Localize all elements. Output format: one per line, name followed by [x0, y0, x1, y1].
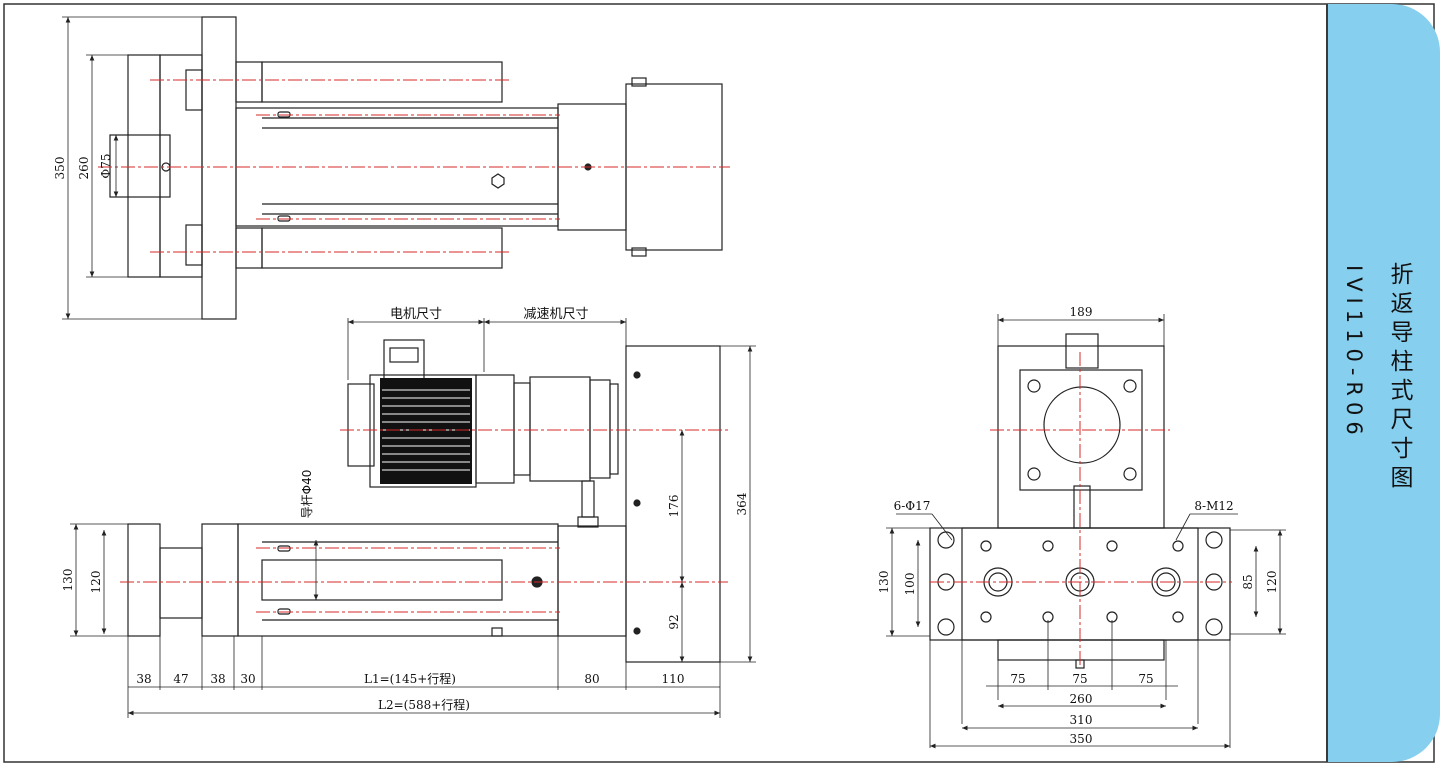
- dim-phi75: Φ75: [99, 153, 113, 178]
- dim-38a: 38: [136, 672, 151, 686]
- dim-75b: 75: [1072, 672, 1087, 686]
- dim-80: 80: [584, 672, 599, 686]
- model-number: IVI110-R06: [1342, 265, 1366, 441]
- dim-364: 364: [735, 492, 749, 515]
- drawing-title: 折返导柱式尺寸图: [1386, 262, 1412, 494]
- motor-size-label: 电机尺寸: [390, 307, 442, 322]
- side-view-dimensions: [886, 314, 1286, 749]
- dim-176: 176: [667, 495, 681, 518]
- dim-l1: L1=(145+行程): [364, 671, 456, 686]
- holes-6-phi17: 6-Φ17: [894, 499, 931, 513]
- guide-rod-label: 导杆Φ40: [300, 470, 314, 519]
- top-view: [109, 16, 723, 320]
- dim-38b: 38: [210, 672, 225, 686]
- top-view-dimensions: [62, 16, 202, 320]
- dim-100-side: 100: [903, 573, 917, 596]
- dim-310-side: 310: [1070, 713, 1093, 727]
- title-panel: [1326, 4, 1440, 762]
- dim-130-front: 130: [61, 569, 75, 592]
- motor-fins: [380, 378, 472, 484]
- dim-85-side: 85: [1241, 574, 1255, 589]
- dim-350-side: 350: [1070, 732, 1093, 746]
- dim-110: 110: [662, 672, 685, 686]
- dim-350-top: 350: [53, 157, 67, 180]
- side-view-centerlines: [930, 352, 1232, 668]
- dim-75c: 75: [1138, 672, 1153, 686]
- dim-189: 189: [1070, 305, 1093, 319]
- dim-92: 92: [667, 614, 681, 629]
- reducer-size-label: 减速机尺寸: [523, 307, 588, 322]
- front-view-centerlines: [120, 429, 728, 613]
- holes-8-m12: 8-M12: [1194, 499, 1233, 513]
- dim-47: 47: [173, 672, 188, 686]
- dim-130-side: 130: [877, 571, 891, 594]
- front-view-dimensions: [70, 318, 756, 718]
- dim-30: 30: [240, 672, 255, 686]
- dim-75a: 75: [1010, 672, 1025, 686]
- dim-120-front: 120: [89, 571, 103, 594]
- dim-260-side: 260: [1070, 692, 1093, 706]
- dim-260-top: 260: [77, 157, 91, 180]
- dim-l2: L2=(588+行程): [378, 697, 470, 712]
- drawing-border: [3, 3, 1435, 763]
- top-view-centerlines: [98, 79, 730, 253]
- dim-120-side: 120: [1265, 571, 1279, 594]
